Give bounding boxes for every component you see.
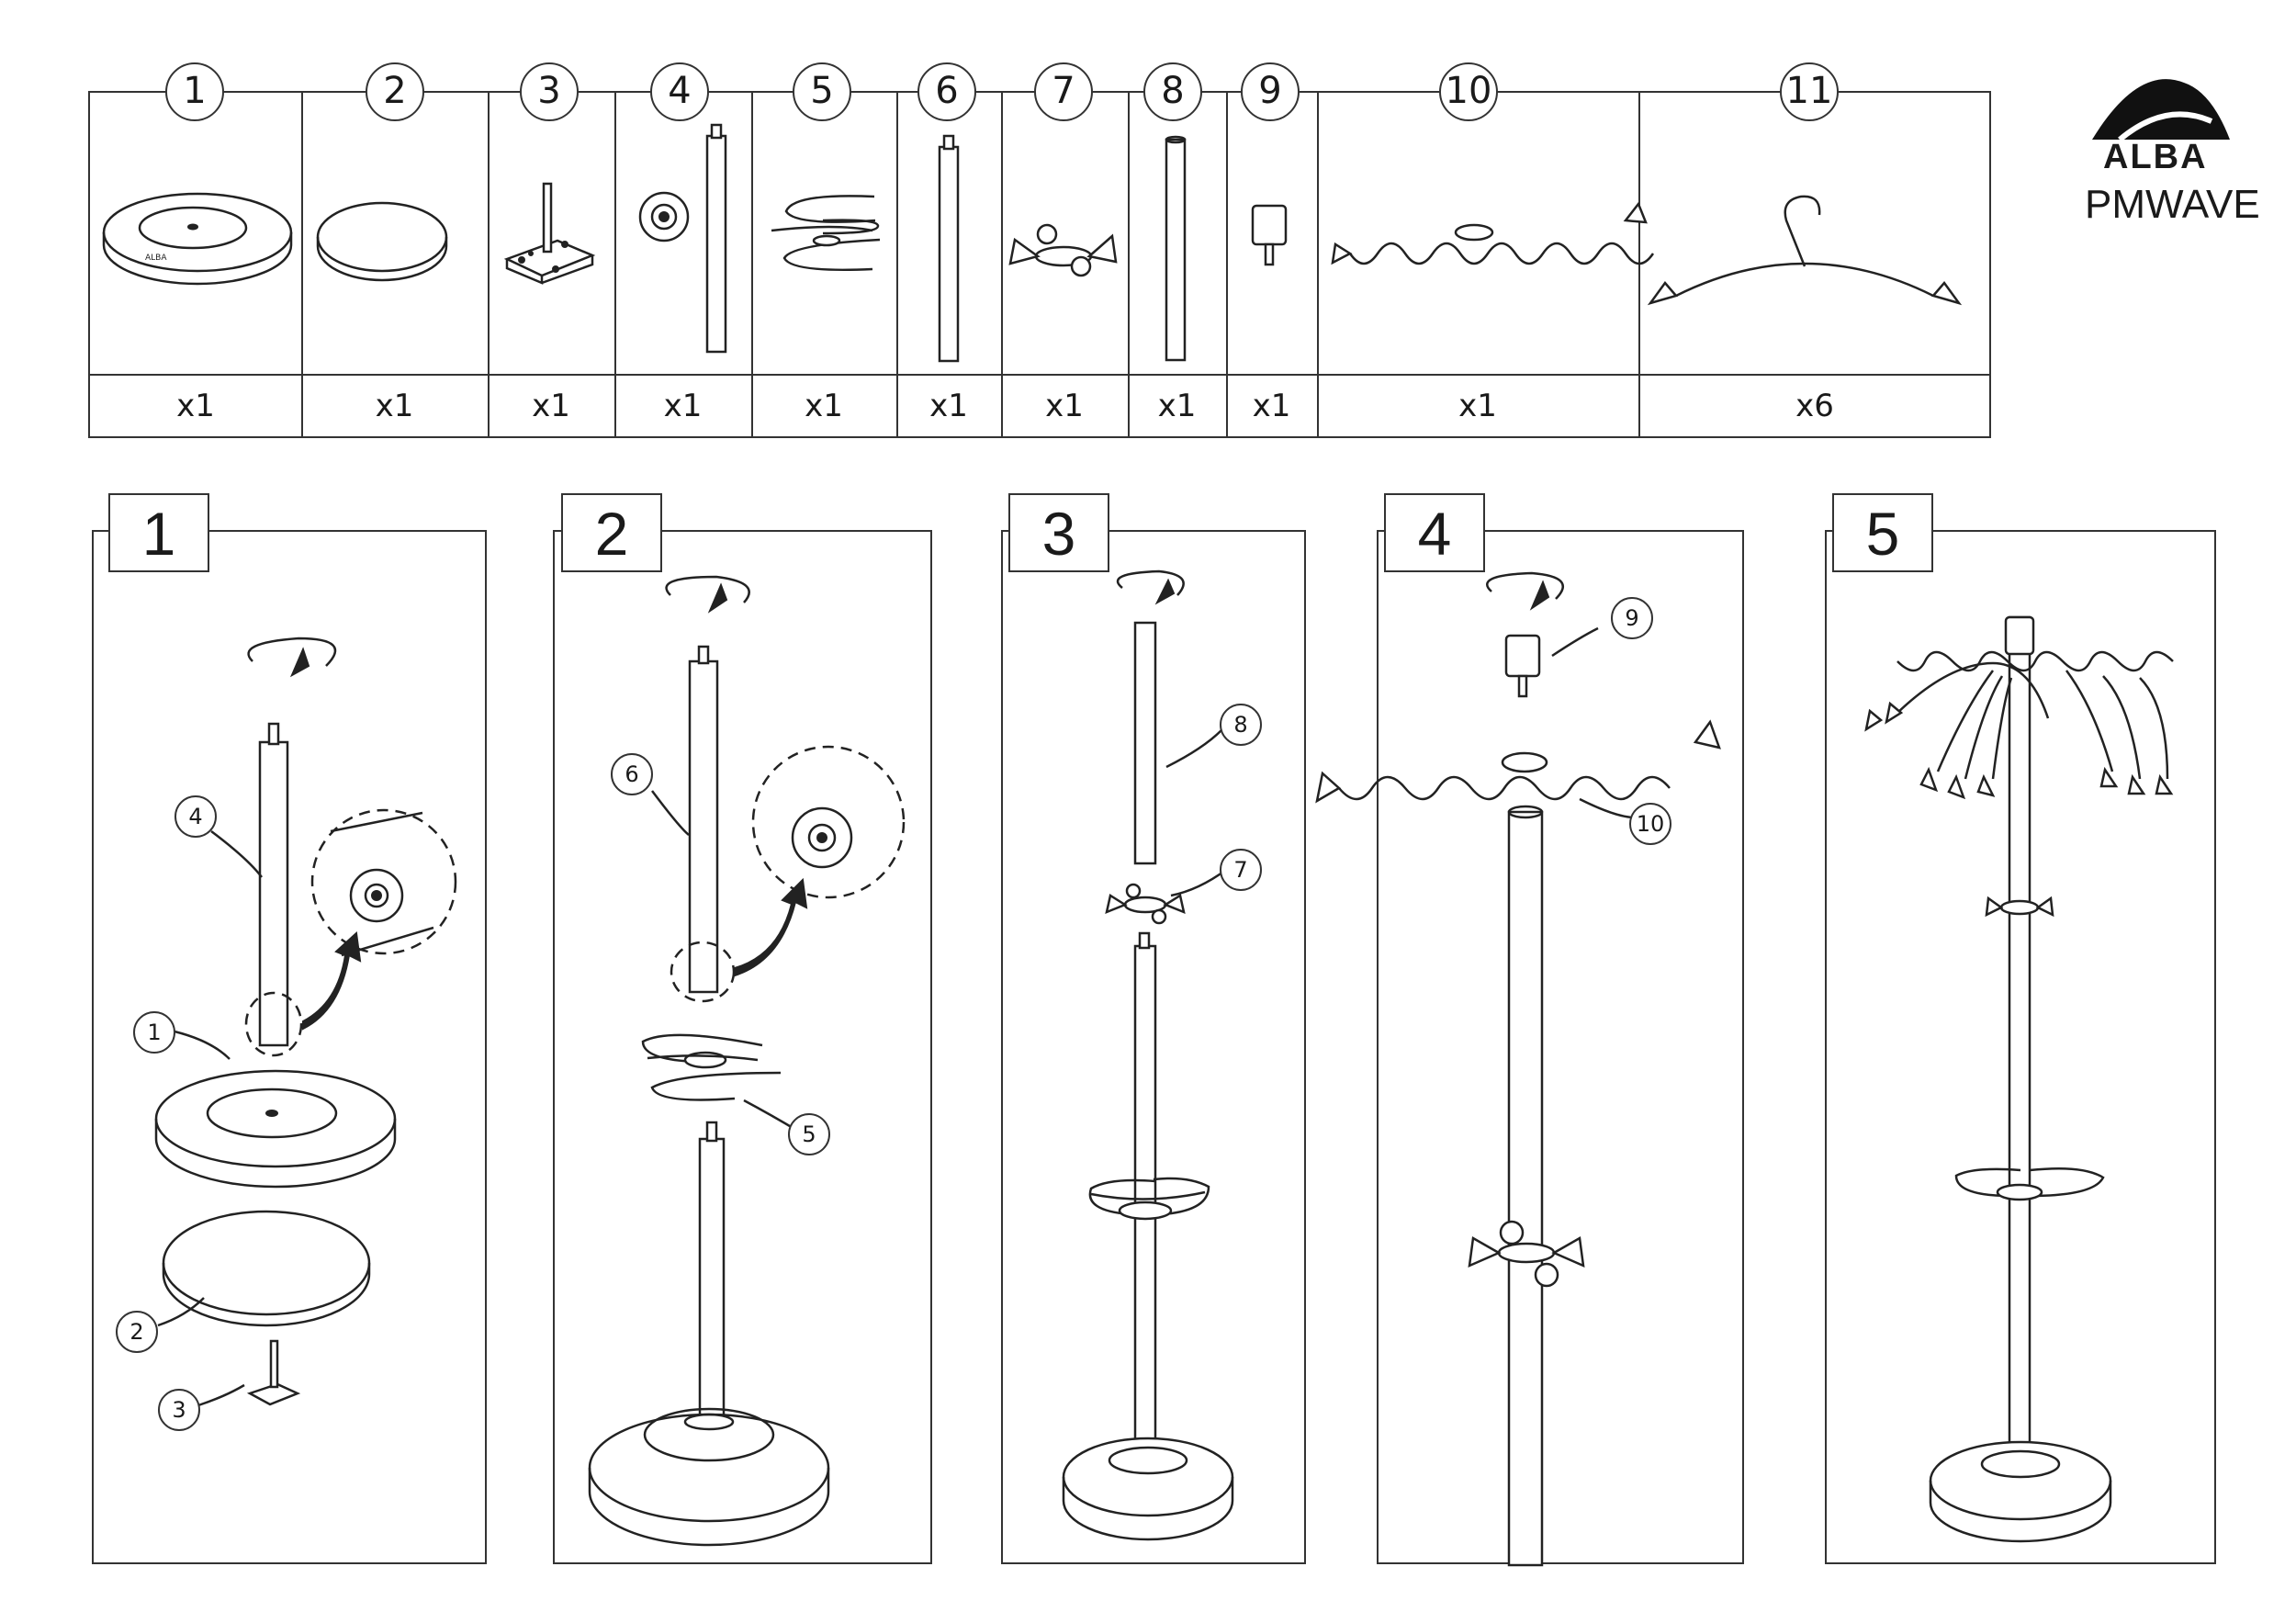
part-qty: x1 [929, 388, 968, 424]
step-number: 3 [1008, 493, 1109, 572]
column-divider [1226, 93, 1228, 436]
part-qty: x1 [1252, 388, 1291, 424]
model-name: PMWAVE [2085, 182, 2260, 227]
part-qty: x1 [532, 388, 570, 424]
step-panel-5 [1825, 530, 2216, 1564]
step-panel-3 [1001, 530, 1306, 1564]
part-number: 2 [366, 62, 424, 121]
part-hanger-illustration [1647, 195, 1963, 306]
part-number: 7 [1034, 62, 1093, 121]
part-qty: x1 [176, 388, 215, 424]
step-number: 1 [108, 493, 209, 572]
step-2-callout: 6 [611, 753, 653, 795]
part-top-tube-illustration [1165, 135, 1187, 362]
part-weight-plate-illustration [316, 201, 448, 282]
part-qty: x1 [1157, 388, 1197, 424]
part-qty: x1 [663, 388, 703, 424]
part-qty: x1 [375, 388, 414, 424]
part-top-cap-illustration [1251, 204, 1288, 266]
step-2-callout: 5 [788, 1113, 830, 1155]
step-4-illustration [1315, 571, 1721, 1567]
column-divider [614, 93, 616, 436]
rotate-arrow-icon [665, 575, 750, 603]
step-5-illustration [1864, 615, 2174, 1543]
part-middle-tube-illustration [938, 134, 960, 363]
column-divider [896, 93, 898, 436]
rotate-arrow-icon [1486, 571, 1565, 600]
column-divider [488, 93, 490, 436]
step-3-callout: 7 [1220, 849, 1262, 891]
part-qty: x6 [1795, 388, 1834, 424]
step-3-callout: 8 [1220, 704, 1262, 746]
step-1-callout: 1 [133, 1011, 175, 1054]
step-number: 4 [1384, 493, 1485, 572]
part-number: 5 [793, 62, 851, 121]
part-qty: x1 [805, 388, 843, 424]
column-divider [1001, 93, 1003, 436]
part-number: 3 [520, 62, 579, 121]
step-3-illustration [1062, 569, 1234, 1541]
part-qty: x1 [1045, 388, 1084, 424]
part-umbrella-ring-illustration [771, 195, 881, 272]
step-panel-2 [553, 530, 932, 1564]
column-divider [301, 93, 303, 436]
part-wave-hook-illustration [1331, 201, 1655, 265]
part-hook-ring-illustration [1008, 223, 1118, 277]
step-1-callout: 4 [174, 795, 217, 838]
part-number: 8 [1143, 62, 1202, 121]
part-number: 11 [1780, 62, 1839, 121]
part-number: 6 [917, 62, 976, 121]
rotate-arrow-icon [1116, 569, 1185, 596]
part-number: 1 [165, 62, 224, 121]
part-number: 4 [650, 62, 709, 121]
part-number: 9 [1241, 62, 1300, 121]
step-number: 5 [1832, 493, 1933, 572]
column-divider [751, 93, 753, 436]
part-qty: x1 [1458, 388, 1497, 424]
step-4-callout: 9 [1611, 597, 1653, 639]
brand-name: ALBA [2103, 138, 2208, 176]
part-bolt-plate-illustration [503, 182, 596, 285]
alba-logo-icon [2092, 79, 2230, 142]
column-divider [1317, 93, 1319, 436]
svg-text:ALBA: ALBA [145, 254, 167, 263]
parts-table: x1 x1 x1 x1 x1 x1 x1 x1 x1 x1 x6 [88, 91, 1991, 438]
column-divider [1128, 93, 1130, 436]
step-1-callout: 3 [158, 1389, 200, 1431]
quantity-row-divider [90, 374, 1989, 376]
step-number: 2 [561, 493, 662, 572]
step-panel-1 [92, 530, 487, 1564]
part-number: 10 [1439, 62, 1498, 121]
step-4-callout: 10 [1629, 803, 1671, 845]
part-lower-tube-illustration [638, 123, 727, 354]
part-base-illustration: ALBA [102, 192, 293, 286]
step-2-illustration [588, 575, 906, 1547]
rotate-arrow-icon [247, 637, 337, 667]
step-1-callout: 2 [116, 1311, 158, 1353]
step-panel-4 [1377, 530, 1744, 1564]
step-1-illustration [154, 637, 457, 1407]
